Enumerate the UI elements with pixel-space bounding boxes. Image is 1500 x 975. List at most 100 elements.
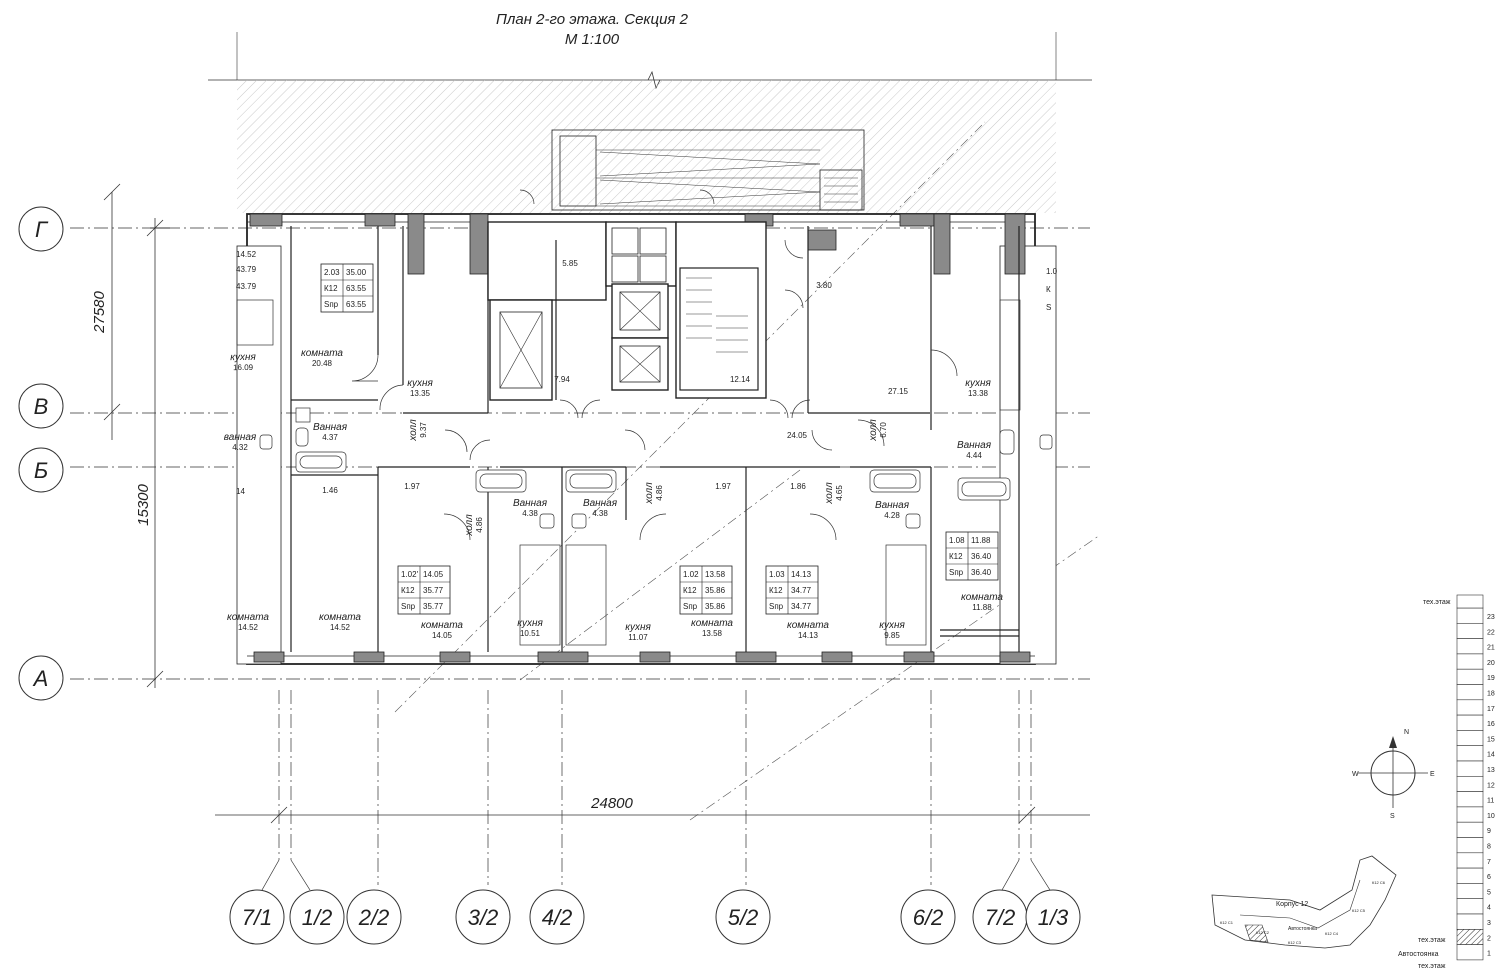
- room-name: кухня: [879, 620, 905, 631]
- row-axis-label: Г: [35, 217, 49, 242]
- floor-cell: [1456, 730, 1484, 747]
- site-section-label: К12 С1: [1220, 920, 1234, 925]
- room-area: 14.52: [238, 623, 259, 632]
- room-area: 20.48: [312, 359, 333, 368]
- floor-number: 3: [1487, 920, 1491, 927]
- floor-cell: [1456, 883, 1484, 900]
- room-area: 10.51: [520, 629, 541, 638]
- column-axis-bubble: [1025, 889, 1081, 945]
- floor-number: 12: [1487, 782, 1495, 789]
- column-axis-label: 5/2: [728, 905, 759, 930]
- floor-number: 6: [1487, 874, 1491, 881]
- horizontal-dimension: [215, 806, 1090, 824]
- wall-blocks: [249, 213, 1031, 663]
- apartment-table-value: 13.58: [705, 570, 726, 579]
- dimension-width: 24800: [590, 795, 633, 812]
- apartment-table-key: Sпр: [683, 602, 698, 611]
- room-area: 16.09: [233, 363, 254, 372]
- room-name: комната: [691, 618, 733, 629]
- apartment-table-value: 63.55: [346, 284, 367, 293]
- floor-number: 15: [1487, 736, 1495, 743]
- floor-bottom-label: тех.этаж: [1418, 937, 1446, 944]
- floor-number: 2: [1487, 935, 1491, 942]
- partial-value: S: [1046, 303, 1051, 312]
- floor-cell: [1456, 928, 1484, 945]
- floor-number: 23: [1487, 614, 1495, 621]
- compass-east: E: [1430, 771, 1435, 778]
- room-label: 27.15: [888, 387, 909, 396]
- room-area: 14.05: [432, 631, 453, 640]
- floor-bottom-label: тех.этаж: [1418, 963, 1446, 970]
- floor-cell: [1456, 821, 1484, 838]
- column-axis-bubble: [455, 889, 511, 945]
- row-axis-label: Б: [34, 458, 48, 483]
- floor-number: 20: [1487, 660, 1495, 667]
- floor-cell: [1456, 594, 1484, 609]
- apartment-table-value: 34.77: [791, 602, 812, 611]
- column-axis-bubble: [900, 889, 956, 945]
- floor-cell: [1456, 775, 1484, 792]
- room-name: комната: [301, 348, 343, 359]
- compass-rose: N S E W: [1352, 729, 1435, 820]
- room-label: 1.97: [715, 482, 731, 491]
- floor-cell: [1456, 760, 1484, 777]
- column-axis-label: 4/2: [542, 905, 573, 930]
- room-area: 4.44: [966, 451, 982, 460]
- apartment-table-key: 1.03: [769, 570, 785, 579]
- floor-cell: [1456, 791, 1484, 808]
- room-area: 11.07: [628, 633, 648, 642]
- room-area: 14.13: [798, 631, 819, 640]
- plan-title: План 2-го этажа. Секция 2: [496, 11, 689, 28]
- room-name: холл: [824, 482, 835, 505]
- floor-number: 5: [1487, 889, 1491, 896]
- compass-north: N: [1404, 729, 1409, 736]
- room-name: Ванная: [957, 440, 992, 451]
- floor-number: 11: [1487, 798, 1494, 805]
- site-section-label: К12 С2: [1256, 930, 1270, 935]
- apartment-table-key: К12: [949, 552, 963, 561]
- column-axis-label: 7/2: [985, 905, 1016, 930]
- apartment-table-key: Sпр: [949, 568, 964, 577]
- apartment-table-value: 35.77: [423, 586, 444, 595]
- partial-value: 1.0: [1046, 267, 1058, 276]
- room-area: 24.05: [787, 431, 808, 440]
- room-area: 4.38: [522, 509, 538, 518]
- apartment-table-key: 1.02': [401, 570, 419, 579]
- column-axis-bubble: [715, 889, 771, 945]
- floor-number: 1: [1487, 951, 1491, 958]
- site-building-label: Корпус 12: [1276, 901, 1308, 908]
- apartment-table-value: 11.88: [971, 536, 991, 545]
- room-area: 11.88: [972, 603, 992, 612]
- floor-cell: [1456, 668, 1484, 685]
- floor-stack-diagram: тех.этаж 2322212019181716151413121110987…: [1398, 594, 1495, 970]
- apartment-table-value: 63.55: [346, 300, 367, 309]
- room-label: 1.97: [404, 482, 420, 491]
- floor-cell: [1456, 806, 1484, 823]
- room-name: кухня: [517, 618, 543, 629]
- apartment-table-value: 36.40: [971, 568, 992, 577]
- room-label: 5.85: [562, 259, 578, 268]
- floor-cell: [1456, 898, 1484, 915]
- apartment-table-key: 1.02: [683, 570, 699, 579]
- room-name: Ванная: [583, 498, 618, 509]
- apartment-table-key: 1.08: [949, 536, 965, 545]
- top-break-line: [208, 32, 1092, 90]
- apartment-table-value: 34.77: [791, 586, 812, 595]
- room-area: 1.46: [322, 486, 338, 495]
- site-section-label: К12 С5: [1352, 908, 1366, 913]
- apartment-table-value: 35.86: [705, 602, 726, 611]
- floor-cell: [1456, 913, 1484, 930]
- floor-bottom-label: Автостоянка: [1398, 951, 1439, 958]
- room-area: 9.37: [419, 422, 428, 438]
- column-axis-bubble: [346, 889, 402, 945]
- partial-value: 43.79: [236, 265, 257, 274]
- floor-number: 14: [1487, 752, 1495, 759]
